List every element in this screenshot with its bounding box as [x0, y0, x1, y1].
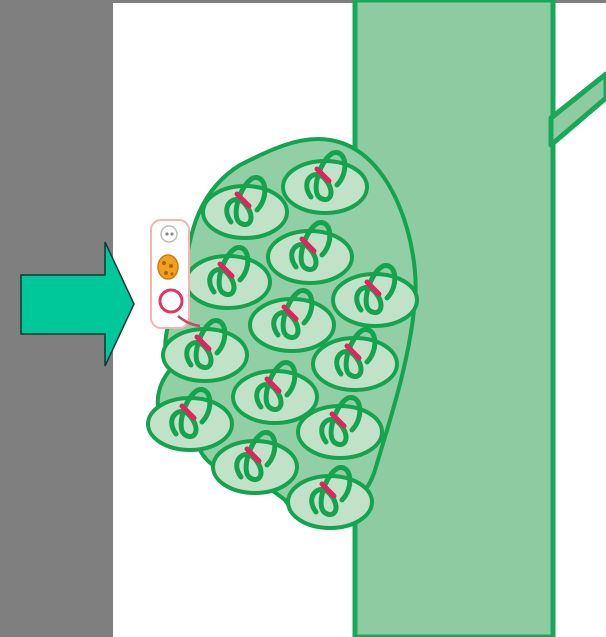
unit-red-mark	[264, 376, 282, 394]
unit-disc	[146, 396, 234, 452]
folded-unit	[248, 288, 336, 353]
unit-red-mark	[319, 481, 337, 499]
orange-blob-spot-icon	[162, 261, 166, 265]
unit-red-mark	[344, 343, 362, 361]
unit-red-mark	[179, 403, 197, 421]
unit-disc	[184, 254, 272, 310]
unit-curl	[271, 288, 315, 341]
unit-curl	[169, 387, 213, 440]
unit-red-mark	[194, 334, 212, 352]
unit-disc	[286, 474, 374, 530]
unit-disc	[211, 439, 299, 495]
folded-unit	[146, 387, 234, 452]
unit-disc	[296, 404, 384, 460]
gray-circle-icon	[160, 225, 178, 243]
orange-blob-spot-icon	[170, 272, 174, 276]
folded-unit	[331, 263, 419, 328]
unit-curl	[319, 395, 363, 448]
arrow-right-icon	[20, 241, 135, 367]
unit-curl	[234, 430, 278, 483]
unit-red-mark	[364, 279, 382, 297]
unit-disc	[201, 184, 289, 240]
folded-unit	[281, 150, 369, 215]
unit-red-mark	[329, 411, 347, 429]
unit-red-mark	[281, 304, 299, 322]
unit-curl	[207, 245, 251, 298]
side-chain-link	[177, 315, 201, 328]
unit-red-mark	[244, 446, 262, 464]
gray-circle-dot-icon	[165, 232, 169, 236]
unit-curl	[224, 175, 268, 228]
folded-unit	[161, 318, 249, 383]
unit-curl	[254, 360, 298, 413]
folded-unit	[211, 430, 299, 495]
folded-unit	[311, 327, 399, 392]
unit-disc	[311, 336, 399, 392]
unit-curl	[304, 150, 348, 203]
folded-unit	[184, 245, 272, 310]
unit-red-mark	[299, 236, 317, 254]
gray-circle-dot-icon	[170, 232, 174, 236]
unit-disc	[231, 369, 319, 425]
pink-ring-icon	[158, 288, 184, 314]
side-chain	[150, 219, 201, 329]
unit-red-mark	[234, 191, 252, 209]
unit-disc	[266, 229, 354, 285]
orange-blob-spot-icon	[169, 264, 173, 268]
folded-unit	[201, 175, 289, 240]
folded-unit-cluster	[146, 150, 419, 530]
folded-unit	[231, 360, 319, 425]
unit-disc	[161, 327, 249, 383]
unit-curl	[184, 318, 228, 371]
unit-disc	[281, 159, 369, 215]
unit-red-mark	[314, 166, 332, 184]
orange-blob-icon	[157, 254, 179, 280]
folded-unit	[266, 220, 354, 285]
unit-red-mark	[217, 261, 235, 279]
folded-unit	[286, 465, 374, 530]
unit-disc	[331, 272, 419, 328]
folded-unit	[296, 395, 384, 460]
stem-branch	[548, 71, 606, 148]
unit-curl	[334, 327, 378, 380]
unit-curl	[354, 263, 398, 316]
unit-curl	[289, 220, 333, 273]
unit-curl	[309, 465, 353, 518]
unit-disc	[248, 297, 336, 353]
orange-blob-spot-icon	[164, 271, 168, 275]
